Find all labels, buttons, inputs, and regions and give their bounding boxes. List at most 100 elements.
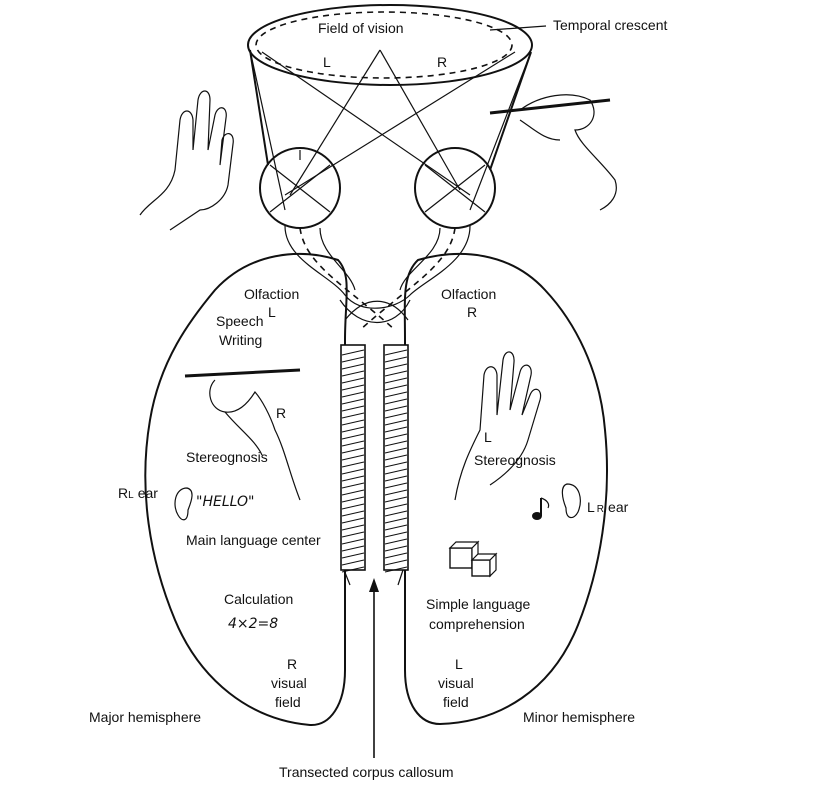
left-upper-hand [139,90,234,231]
callosum-hatch-line [341,538,365,545]
callosum-hatch-line [384,496,408,503]
olfaction-left-side: L [268,304,276,320]
callosum-hatch-line [384,482,408,489]
calculation-expression: 4×2=8 [228,616,278,632]
callosum-hatch-line [384,538,408,545]
callosum-hatch-line [341,356,365,363]
callosum-pointer-arrow [369,578,379,758]
callosum-hatch-line [341,461,365,468]
callosum-hatch-line [341,482,365,489]
callosum-hatch-line [384,447,408,454]
r-visual-field-label-2: visual [271,675,307,691]
callosum-hatch-line [341,496,365,503]
callosum-hatch-line [341,552,365,559]
callosum-hatch-line [384,433,408,440]
callosum-hatch-line [341,412,365,419]
transected-corpus-callosum-label: Transected corpus callosum [279,764,454,780]
callosum-hatch-line [341,398,365,405]
minor-hemisphere-label: Minor hemisphere [523,709,635,725]
callosum-hatch-line [384,552,408,559]
callosum-hatch-line [341,391,365,398]
callosum-hatch-line [341,426,365,433]
left-hemisphere-outline [144,253,348,727]
callosum-hatch-line [384,566,408,573]
main-language-center-label: Main language center [186,532,321,548]
hello-label: "HELLO" [196,494,254,510]
callosum-hatch-line [341,384,365,391]
callosum-hatch-line [384,412,408,419]
hand-left-label: L [484,429,492,445]
callosum-hatch-line [341,440,365,447]
callosum-hatch-line [384,349,408,356]
callosum-hatch-line [341,433,365,440]
callosum-hatch-line [341,405,365,412]
major-hemisphere-label: Major hemisphere [89,709,201,725]
callosum-hatch-line [384,503,408,510]
callosum-hatch-line [341,510,365,517]
field-left-label: L [323,54,331,70]
callosum-hatch-line [384,356,408,363]
callosum-hatch-line [384,419,408,426]
right-upper-hand-with-pen [489,94,617,211]
blocks-icon [448,540,498,578]
callosum-hatch-line [341,370,365,377]
simple-language-label-2: comprehension [429,616,525,632]
callosum-hatch-line [384,468,408,475]
callosum-hatch-line [384,545,408,552]
callosum-hatch-line [384,384,408,391]
callosum-hatch-line [384,398,408,405]
callosum-hatch-line [341,524,365,531]
l-visual-field-label-3: field [443,694,469,710]
callosum-hatch-line [384,426,408,433]
r-visual-field-label-3: field [275,694,301,710]
temporal-crescent-label: Temporal crescent [553,17,667,33]
callosum-hatch-line [341,531,365,538]
callosum-hatch-line [384,517,408,524]
olfaction-left-label: Olfaction [244,286,299,302]
callosum-hatch-line [341,349,365,356]
olfaction-right-side: R [467,304,477,320]
callosum-hatch-line [384,461,408,468]
corpus-callosum [340,344,409,586]
callosum-hatch-line [341,475,365,482]
field-of-vision-cone [247,4,533,211]
callosum-hatch-line [341,517,365,524]
callosum-hatch-line [384,363,408,370]
callosum-hatch-line [384,489,408,496]
callosum-hatch-line [341,454,365,461]
left-ear-icon [174,487,193,521]
callosum-hatch-line [384,531,408,538]
callosum-hatch-line [341,503,365,510]
callosum-hatch-line [341,566,365,573]
l-visual-field-label-1: L [455,656,463,672]
stereognosis-right-label: Stereognosis [474,452,556,468]
callosum-hatch-line [384,391,408,398]
speech-label: Speech [216,313,263,329]
right-ear-icon [561,483,581,519]
field-of-vision-ellipse [247,4,533,86]
music-note-icon [532,497,550,520]
callosum-hatch-line [384,524,408,531]
callosum-hatch-line [384,510,408,517]
callosum-hatch-line [384,370,408,377]
olfaction-right-label: Olfaction [441,286,496,302]
labels: Field of vision Temporal crescent L R Ol… [89,17,667,780]
callosum-hatch-line [341,489,365,496]
callosum-hatch-line [384,454,408,461]
callosum-hatch-line [341,377,365,384]
stereognosis-left-label: Stereognosis [186,449,268,465]
r-visual-field-label-1: R [287,656,297,672]
callosum-hatch-line [341,447,365,454]
hand-right-label: R [276,405,286,421]
simple-language-label-1: Simple language [426,596,531,612]
callosum-hatch-line [341,468,365,475]
right-hemisphere-outline [403,252,608,726]
callosum-hatch-line [384,475,408,482]
l-visual-field-label-2: visual [438,675,474,691]
callosum-hatch-line [384,559,408,566]
callosum-hatch-line [384,440,408,447]
